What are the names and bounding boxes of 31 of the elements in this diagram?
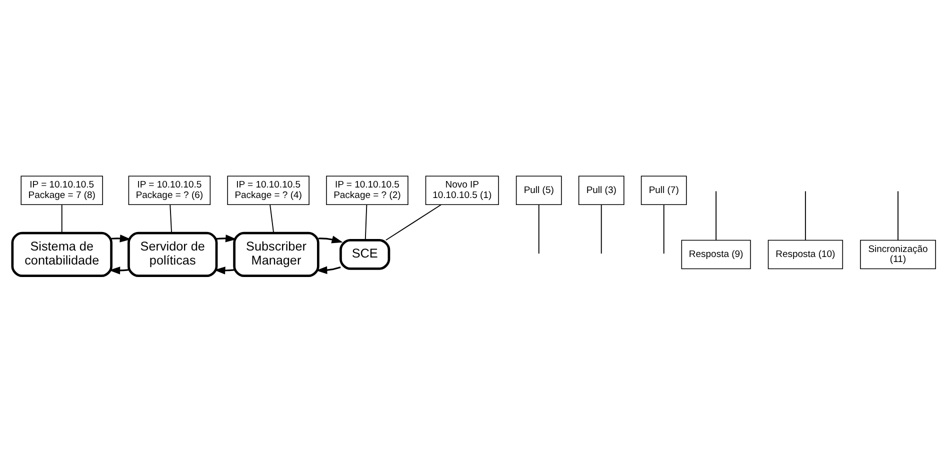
node-box: Pull (3)	[578, 176, 624, 206]
connector	[270, 204, 274, 234]
node-box: Resposta (10)	[768, 240, 844, 270]
node-box: Pull (7)	[640, 176, 687, 206]
node-box: SCE	[340, 239, 390, 270]
node-box: IP = 10.10.10.5 Package = ? (2)	[326, 176, 408, 206]
arrow	[316, 266, 341, 274]
node-box: Resposta (9)	[681, 240, 751, 270]
node-box: IP = 10.10.10.5 Package = 7 (8)	[20, 176, 103, 206]
connector	[170, 204, 172, 234]
node-box: Sincronização (11)	[860, 240, 936, 270]
connector	[804, 190, 806, 241]
connector	[364, 204, 368, 241]
arrow	[214, 266, 234, 274]
node-box: Sistema de contabilidade	[11, 232, 112, 278]
node-box: IP = 10.10.10.5 Package = ? (4)	[227, 176, 310, 206]
node-box: Pull (5)	[516, 176, 562, 206]
connector	[385, 204, 442, 241]
connector	[600, 204, 602, 254]
node-box: Novo IP 10.10.10.5 (1)	[425, 176, 499, 206]
connector	[663, 204, 664, 254]
node-box: Subscriber Manager	[233, 232, 320, 278]
connector	[61, 204, 62, 234]
arrow	[216, 234, 237, 242]
arrow	[318, 236, 343, 244]
connector	[716, 190, 717, 241]
node-box: IP = 10.10.10.5 Package = ? (6)	[128, 176, 211, 206]
arrow	[109, 266, 129, 274]
node-box: Servidor de políticas	[128, 232, 218, 278]
arrow	[111, 234, 131, 242]
connector	[538, 204, 540, 254]
